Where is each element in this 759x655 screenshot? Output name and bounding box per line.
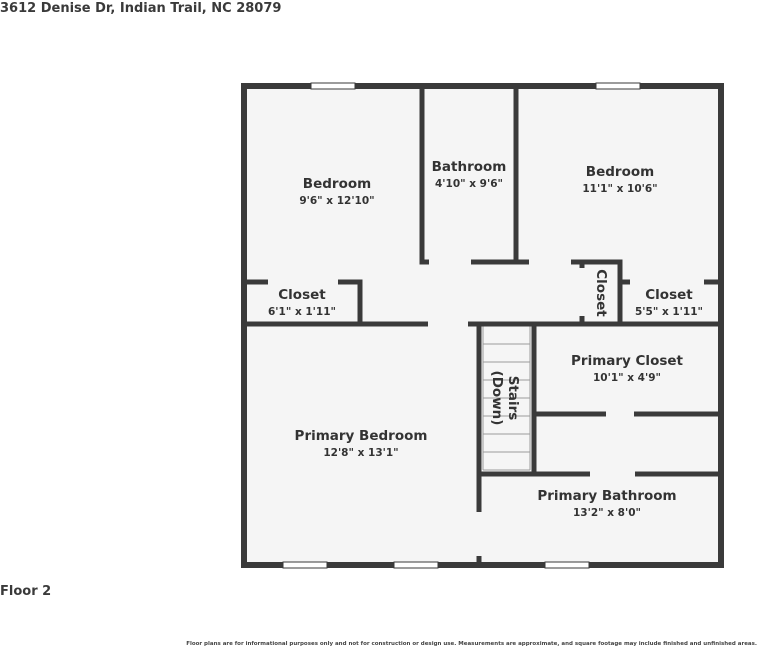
primary-bathroom-dims: 13'2" x 8'0" (573, 507, 641, 519)
bathroom-dims: 4'10" x 9'6" (435, 178, 503, 190)
disclaimer-text: Floor plans are for informational purpos… (186, 641, 757, 647)
property-address: 3612 Denise Dr, Indian Trail, NC 28079 (0, 1, 282, 16)
bedroom-right-dims: 11'1" x 10'6" (582, 183, 657, 195)
stair-treads (482, 326, 531, 471)
primary-bedroom-name: Primary Bedroom (295, 428, 428, 444)
bedroom-left-dims: 9'6" x 12'10" (299, 195, 374, 207)
stairs-direction: (Down) (489, 371, 505, 426)
closet-right-name: Closet (645, 287, 693, 303)
primary-closet-dims: 10'1" x 4'9" (593, 372, 661, 384)
primary-bedroom-dims: 12'8" x 13'1" (323, 447, 398, 459)
bedroom-right-name: Bedroom (586, 164, 654, 180)
stairs-name: Stairs (505, 376, 521, 421)
closet-left-dims: 6'1" x 1'11" (268, 306, 336, 318)
closet-right-dims: 5'5" x 1'11" (635, 306, 703, 318)
stairs-label: Stairs (Down) (489, 371, 521, 426)
primary-bathroom-name: Primary Bathroom (537, 488, 676, 504)
windows (282, 82, 641, 569)
door-openings (268, 258, 704, 556)
bedroom-left-name: Bedroom (303, 176, 371, 192)
primary-closet-name: Primary Closet (571, 353, 684, 369)
bathroom-name: Bathroom (432, 159, 507, 175)
closet-left-name: Closet (278, 287, 326, 303)
floor-label: Floor 2 (0, 584, 52, 599)
closet-vertical-name: Closet (593, 269, 609, 317)
